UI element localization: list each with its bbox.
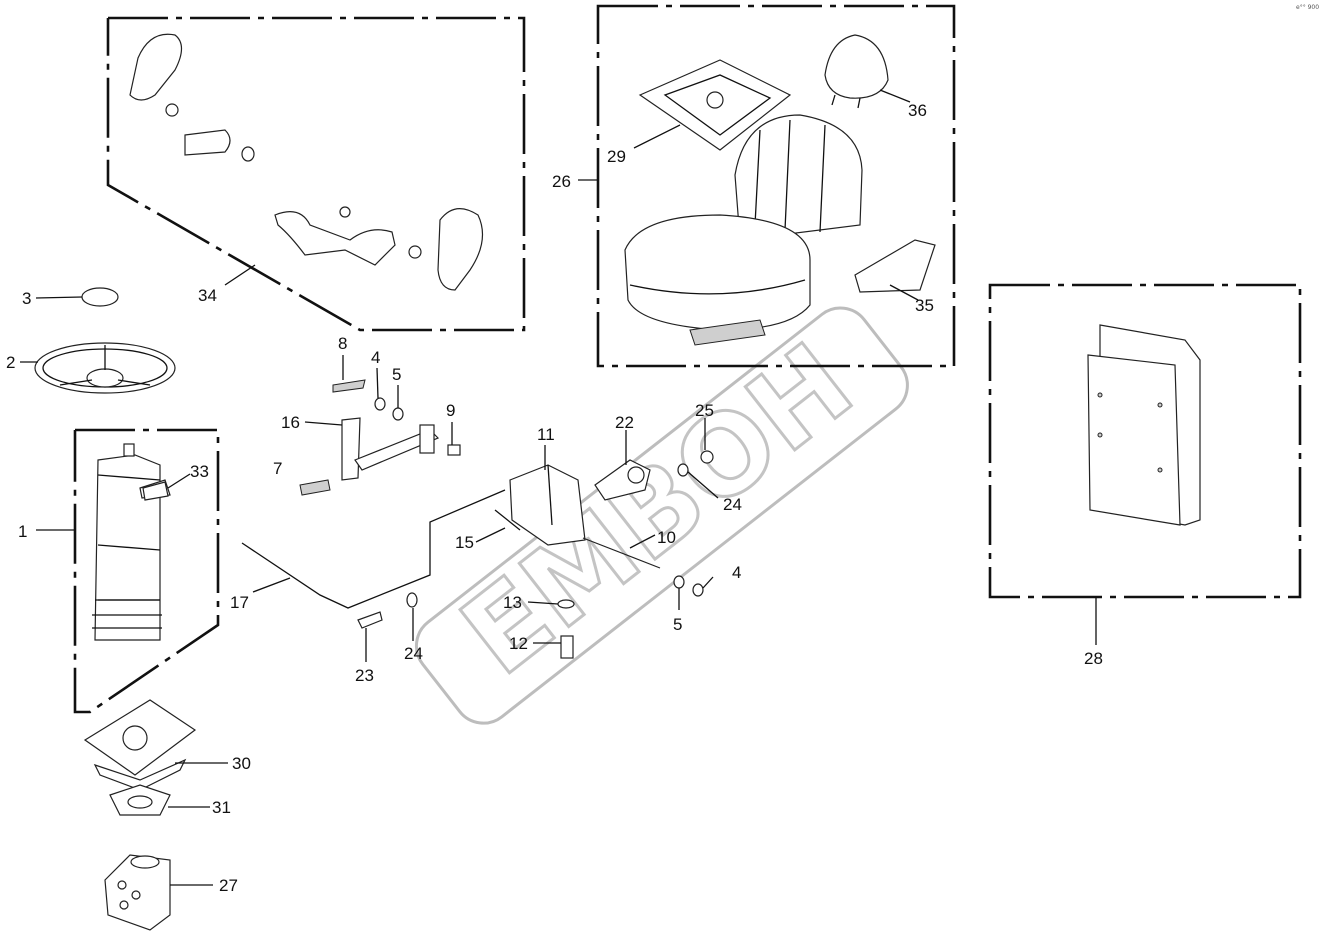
callout-26: 26 — [552, 172, 571, 191]
watermark-text: ΕΜΒΟΗ — [439, 319, 876, 699]
part-4-washer-lower — [692, 583, 704, 597]
callout-24: 24 — [723, 495, 742, 514]
part-13-washer — [557, 599, 575, 609]
part-3-horn-cap — [81, 287, 119, 307]
part-27-steering-unit — [104, 854, 171, 931]
part-23-screw — [357, 611, 383, 629]
callout-11: 11 — [537, 425, 555, 444]
part-36-headrest — [824, 34, 889, 109]
group-box-34 — [106, 16, 526, 332]
group-box-26 — [596, 4, 956, 368]
part-34-seat-adjuster — [129, 33, 484, 291]
callout-1: 1 — [18, 522, 27, 541]
part-7-pedal-rubber — [299, 479, 331, 496]
callout-33: 33 — [190, 462, 209, 481]
part-29-seat-base-plate — [638, 59, 792, 151]
part-8-pedal-pad — [332, 379, 366, 393]
part-31-orbital-valve-mount — [109, 784, 171, 816]
group-box-28 — [988, 283, 1302, 599]
part-30-mounting-plate — [83, 699, 197, 791]
part-1-steering-column-boot — [92, 443, 171, 641]
callout-35: 35 — [915, 296, 934, 315]
part-15-spring — [494, 509, 521, 531]
part-2-steering-wheel — [34, 342, 176, 394]
callout-15: 15 — [455, 533, 474, 552]
part-5-ring-lower — [673, 575, 685, 589]
seat-assembly — [624, 114, 863, 346]
callout-labels: 1 2 3 4 4 5 5 7 8 9 10 11 12 13 15 16 17… — [6, 101, 1103, 895]
part-35-armrest — [854, 239, 936, 293]
callout-12: 12 — [509, 634, 528, 653]
callout-16: 16 — [281, 413, 300, 432]
callout-34: 34 — [198, 286, 217, 305]
callout-7: 7 — [273, 459, 282, 478]
part-10-rod — [582, 537, 661, 569]
part-16-pedal-lever — [341, 417, 440, 481]
callout-17: 17 — [230, 593, 249, 612]
part-17-cable — [241, 489, 506, 609]
callout-2: 2 — [6, 353, 15, 372]
callout-8: 8 — [338, 334, 347, 353]
callout-4: 4 — [732, 563, 741, 582]
callout-3: 3 — [22, 289, 31, 308]
part-28-backrest-cushion — [1087, 324, 1201, 526]
callout-10: 10 — [657, 528, 676, 547]
callout-27: 27 — [219, 876, 238, 895]
callout-24: 24 — [404, 644, 423, 663]
callout-25: 25 — [695, 401, 714, 420]
part-9-bushing — [447, 444, 461, 456]
part-24-washer-lower — [406, 592, 418, 608]
callout-29: 29 — [607, 147, 626, 166]
part-22-brake-valve — [594, 459, 651, 501]
part-25-nut — [700, 450, 714, 464]
callout-4: 4 — [371, 348, 380, 367]
part-12-bolt — [560, 635, 574, 659]
part-5-ring — [392, 407, 404, 421]
part-24-washer-upper — [677, 463, 689, 477]
callout-22: 22 — [615, 413, 634, 432]
part-33-fitting — [142, 481, 169, 501]
callout-23: 23 — [355, 666, 374, 685]
watermark: ΕΜΒΟΗ — [414, 306, 909, 725]
callout-36: 36 — [908, 101, 927, 120]
callout-13: 13 — [503, 593, 522, 612]
leader-lines — [20, 89, 1097, 886]
callout-5: 5 — [673, 615, 682, 634]
callout-31: 31 — [212, 798, 231, 817]
part-11-bracket — [509, 464, 586, 546]
callout-5: 5 — [392, 365, 401, 384]
callout-30: 30 — [232, 754, 251, 773]
corner-mark: e°° 900 — [1296, 4, 1319, 11]
callout-9: 9 — [446, 401, 455, 420]
part-4-washer — [374, 397, 386, 411]
callout-28: 28 — [1084, 649, 1103, 668]
group-box-1 — [73, 428, 220, 714]
